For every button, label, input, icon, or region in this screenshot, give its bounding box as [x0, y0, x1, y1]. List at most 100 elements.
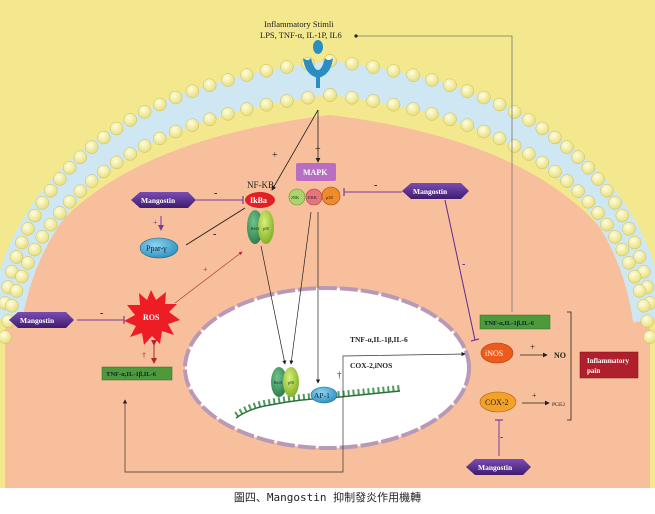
mangostin-label: Mangostin	[478, 463, 513, 472]
p38-label: p38	[326, 195, 334, 200]
phospholipid-head	[477, 91, 490, 104]
cytokine-box-right-label: TNF-α,IL-1β,IL-6	[484, 320, 535, 327]
ap1-label: AP-1	[314, 391, 330, 400]
phospholipid-head	[28, 209, 41, 222]
phospholipid-head	[600, 218, 613, 231]
phospholipid-head	[407, 69, 420, 82]
phospholipid-head	[85, 141, 98, 154]
phospholipid-head	[28, 243, 41, 256]
ppar-gamma-label: Ppar-γ	[146, 244, 167, 253]
phospholipid-head	[44, 218, 57, 231]
sign-plus-ppar: +	[153, 218, 158, 227]
phospholipid-head	[63, 161, 76, 174]
rela-label: RelA	[251, 226, 260, 231]
phospholipid-head	[609, 196, 622, 209]
sign-dagger: †	[142, 351, 146, 360]
phospholipid-head	[508, 105, 521, 118]
phospholipid-head	[425, 73, 438, 86]
phospholipid-head	[110, 122, 123, 135]
phospholipid-head	[461, 85, 474, 98]
phospholipid-head	[641, 315, 654, 328]
phospholipid-head	[138, 139, 151, 152]
phospholipid-head	[21, 222, 34, 235]
phospholipid-head	[280, 60, 293, 73]
phospholipid-head	[153, 132, 166, 145]
phospholipid-head	[85, 175, 98, 188]
sign-plus-no: +	[530, 342, 535, 352]
stimuli-list: LPS, TNF-α, IL-1P, IL6	[260, 30, 342, 40]
inflammatory-pain-line2: pain	[587, 367, 600, 375]
phospholipid-head	[63, 195, 76, 208]
phospholipid-head	[560, 175, 573, 188]
sign-plus-nfkb: +	[272, 150, 278, 161]
phospholipid-head	[74, 151, 87, 164]
phospholipid-head	[560, 141, 573, 154]
phospholipid-head	[15, 270, 28, 283]
no-label: NO	[554, 351, 566, 360]
sign-minus: -	[374, 180, 377, 191]
ikba-label: IkBa	[250, 196, 267, 205]
phospholipid-head	[153, 98, 166, 111]
ros-label: ROS	[143, 313, 160, 322]
mangostin-badge-ros: Mangostin	[9, 312, 74, 328]
phospholipid-head	[0, 331, 12, 344]
p50-label: p50	[288, 380, 294, 385]
phospholipid-head	[600, 184, 613, 197]
phospholipid-head	[138, 105, 151, 118]
pge2-label: PGE2	[552, 402, 565, 408]
sign-minus: -	[500, 432, 503, 443]
phospholipid-head	[622, 222, 635, 235]
mangostin-label: Mangostin	[141, 196, 176, 205]
sign-minus: -	[462, 259, 465, 270]
phospholipid-head	[5, 299, 18, 312]
phospholipid-head	[124, 113, 137, 126]
sign-plus-ros: +	[203, 265, 208, 274]
phospholipid-head	[616, 209, 629, 222]
phospholipid-head	[345, 57, 358, 70]
phospholipid-head	[549, 165, 562, 178]
sign-dagger: †	[337, 370, 342, 380]
phospholipid-head	[407, 103, 420, 116]
phospholipid-head	[387, 98, 400, 111]
phospholipid-head	[493, 98, 506, 111]
phospholipid-head	[477, 125, 490, 138]
phospholipid-head	[169, 125, 182, 138]
mangostin-label: Mangostin	[413, 187, 448, 196]
mangostin-badge-mapk: Mangostin	[402, 183, 469, 199]
phospholipid-head	[616, 243, 629, 256]
phospholipid-head	[367, 60, 380, 73]
phospholipid-head	[536, 156, 549, 169]
inflammatory-pain-line1: Inflammatory	[587, 357, 629, 365]
sign-minus: -	[100, 308, 103, 319]
stimuli-title: Inflammatory Stimli	[264, 19, 334, 29]
phospholipid-head	[36, 230, 49, 243]
phospholipid-head	[549, 131, 562, 144]
phospholipid-head	[221, 73, 234, 86]
phospholipid-head	[124, 147, 137, 160]
jnk-label: JNK	[291, 195, 300, 200]
nucleus	[185, 288, 469, 448]
phospholipid-head	[324, 89, 337, 102]
phospholipid-head	[522, 113, 535, 126]
sign-plus-mapk: +	[315, 144, 321, 155]
phospholipid-head	[97, 165, 110, 178]
phospholipid-head	[53, 206, 66, 219]
mapk-label: MAPK	[303, 168, 328, 177]
phospholipid-head	[74, 185, 87, 198]
phospholipid-head	[280, 94, 293, 107]
mangostin-badge-nfkb: Mangostin	[131, 192, 196, 208]
phospholipid-head	[221, 107, 234, 120]
p50-label: p50	[263, 226, 269, 231]
phospholipid-head	[572, 151, 585, 164]
nucleus-cytokines: TNF-α,IL-1β,IL-6	[350, 335, 408, 344]
inos-label: iNOS	[485, 349, 503, 358]
phospholipid-head	[169, 91, 182, 104]
phospholipid-head	[186, 119, 199, 132]
sign-minus: -	[214, 188, 217, 199]
phospholipid-head	[203, 113, 216, 126]
phospholipid-head	[44, 184, 57, 197]
phospholipid-head	[302, 91, 315, 104]
phospholipid-head	[425, 107, 438, 120]
rela-label: RelA	[274, 380, 283, 385]
